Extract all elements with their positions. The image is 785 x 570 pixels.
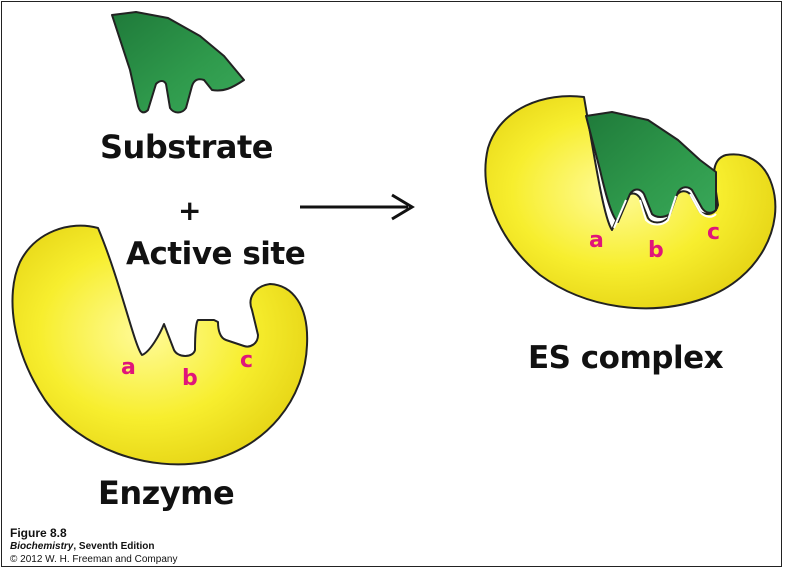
active-site-label: Active site bbox=[126, 236, 306, 272]
es-site-c-label: c bbox=[707, 220, 721, 245]
substrate-label: Substrate bbox=[100, 128, 273, 166]
es-complex-label: ES complex bbox=[528, 340, 724, 376]
right-arrow-icon bbox=[300, 193, 415, 221]
substrate-shape bbox=[111, 11, 245, 114]
es-site-a-label: a bbox=[589, 228, 604, 253]
figure-number: Figure 8.8 bbox=[10, 526, 67, 540]
es-enzyme-shape bbox=[484, 95, 777, 310]
book-title: Biochemistry bbox=[10, 541, 74, 552]
site-c-label: c bbox=[240, 348, 254, 373]
enzyme-shape bbox=[11, 224, 309, 466]
enzyme-label: Enzyme bbox=[98, 474, 235, 512]
es-interface-line bbox=[613, 193, 717, 229]
book-edition: , Seventh Edition bbox=[73, 541, 155, 552]
site-a-label: a bbox=[121, 355, 136, 380]
book-citation: Biochemistry, Seventh Edition bbox=[10, 541, 154, 552]
copyright-notice: © 2012 W. H. Freeman and Company bbox=[10, 554, 178, 565]
es-substrate-shape bbox=[585, 111, 717, 223]
es-site-b-label: b bbox=[648, 238, 664, 263]
plus-sign: + bbox=[178, 194, 201, 227]
site-b-label: b bbox=[182, 366, 198, 391]
